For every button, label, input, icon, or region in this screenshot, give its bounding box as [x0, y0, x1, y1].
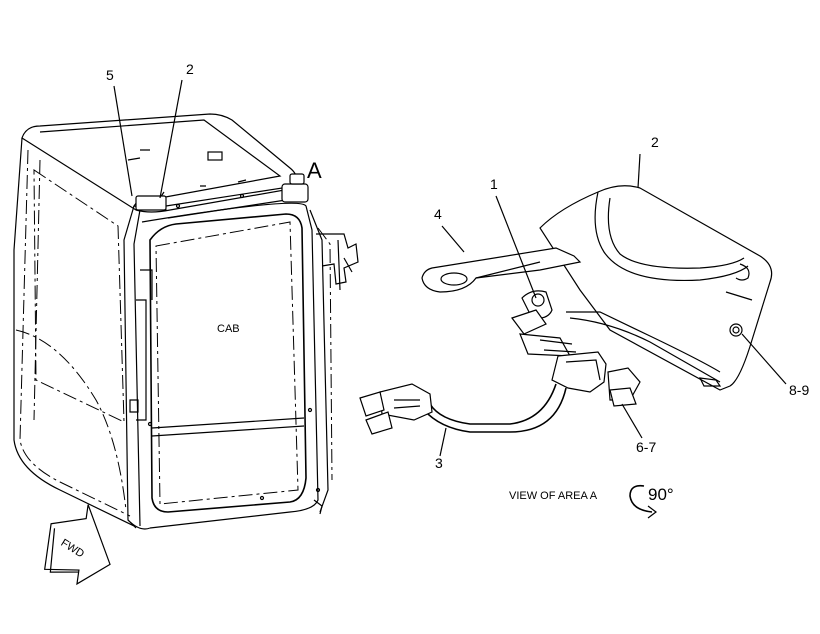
leader-5-main — [113, 85, 133, 197]
callout-1-detail: 1 — [490, 176, 498, 192]
cab-label: CAB — [217, 323, 240, 335]
leader-1-detail — [495, 195, 537, 299]
callout-4-detail: 4 — [434, 206, 442, 222]
callout-8-9-detail: 8-9 — [789, 382, 809, 398]
cab-drawing — [13, 113, 359, 530]
callout-2-detail: 2 — [651, 134, 659, 150]
leader-2-detail — [637, 153, 641, 189]
leader-8-9-detail — [741, 333, 787, 385]
rotation-label: 90° — [648, 485, 674, 504]
rotation-arrow-icon — [629, 484, 657, 519]
callout-5-main: 5 — [106, 67, 114, 83]
leader-3-detail — [439, 427, 447, 457]
detail-drawing — [359, 185, 773, 435]
callout-3-detail: 3 — [435, 455, 443, 471]
callout-2-main: 2 — [186, 61, 194, 77]
leader-2-main — [159, 79, 183, 199]
leader-6-7-detail — [621, 403, 643, 439]
leader-4-detail — [441, 225, 465, 253]
callout-6-7-detail: 6-7 — [636, 439, 656, 455]
fwd-arrow-icon — [44, 504, 111, 586]
view-of-area-label: VIEW OF AREA A — [509, 490, 598, 502]
area-a-marker: A — [307, 158, 322, 183]
